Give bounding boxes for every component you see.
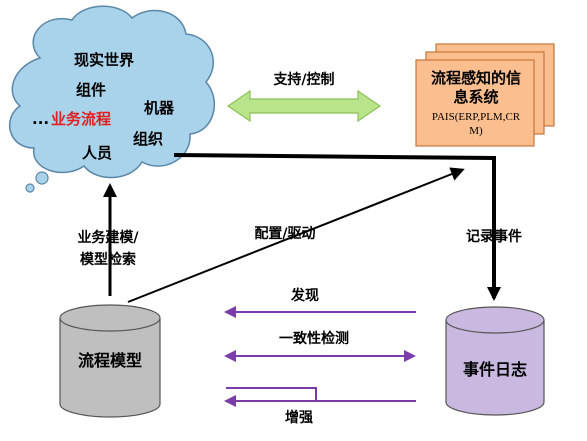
record-events-label: 记录事件 [466,229,522,245]
support-control-arrow [226,89,382,123]
cloud-people: 人员 [81,144,113,162]
pais-title-line2: 息系统 [453,88,499,106]
event-log-label: 事件日志 [462,360,528,379]
real-world-cloud [9,5,215,193]
enhancement-label: 增强 [285,410,313,426]
pais-subtitle-line1: PAIS(ERP,PLM,CR [431,111,521,123]
event-log-cylinder [445,306,545,416]
support-control-label: 支持/控制 [273,72,335,88]
conformance-label: 一致性检测 [279,331,349,347]
pais-documents [415,43,555,147]
modeling-label-line1: 业务建模/ [77,230,139,246]
pais-title-line1: 流程感知的信 [430,69,522,87]
cloud-ellipsis: ... [32,110,50,128]
cloud-title: 现实世界 [73,51,135,69]
cloud-machines: 机器 [143,99,175,117]
cloud-components: 组件 [75,81,107,99]
cloud-business-process: 业务流程 [51,110,112,128]
model-to-pais-arrow [127,167,465,303]
config-drive-label: 配置/驱动 [254,226,316,242]
modeling-label-line2: 模型检索 [80,252,136,268]
pais-subtitle-line2: M) [469,125,483,137]
cloud-to-eventlog-arrow [173,153,501,301]
cloud-organization: 组织 [132,130,164,148]
process-model-cylinder [59,304,161,418]
enhancement-arrow [224,387,317,407]
process-model-label: 流程模型 [77,351,143,370]
discovery-label: 发现 [291,288,319,304]
